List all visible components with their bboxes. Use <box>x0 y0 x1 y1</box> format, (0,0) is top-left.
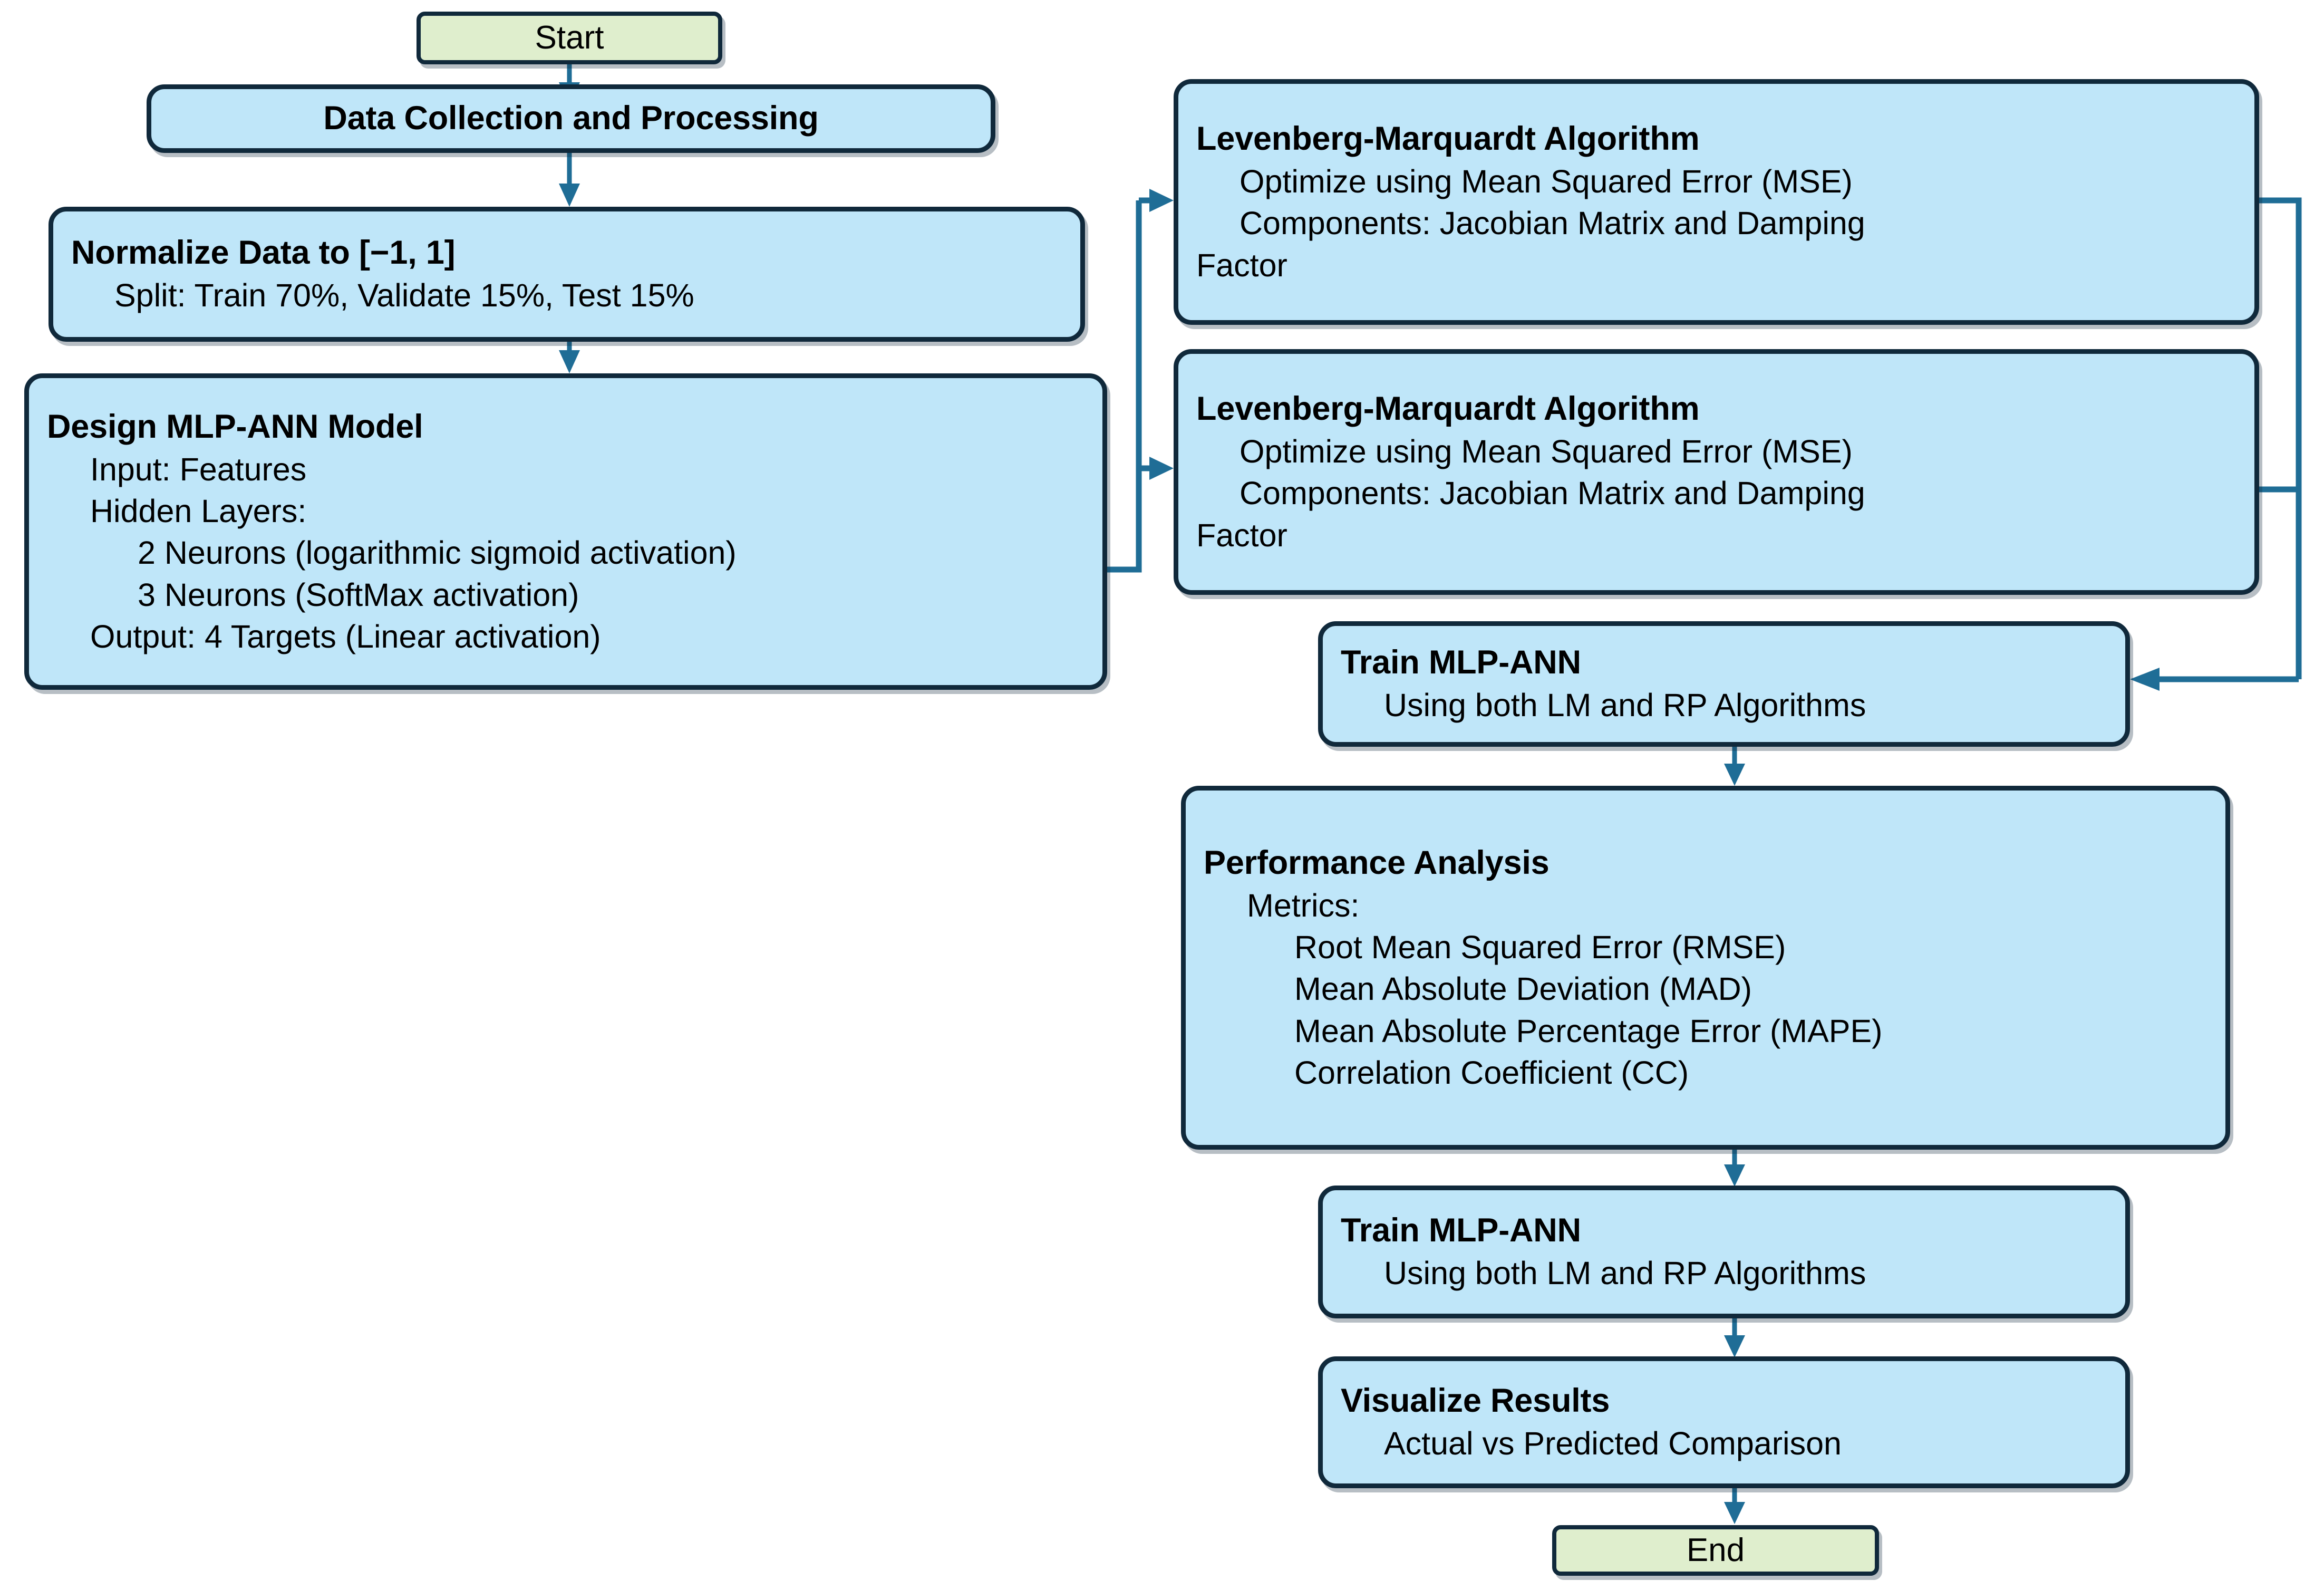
node-lm-2-line-3: Factor <box>1196 517 1287 553</box>
node-lm-1-title: Levenberg-Marquardt Algorithm <box>1196 120 1700 158</box>
node-design-model-line-4: 3 Neurons (SoftMax activation) <box>138 576 579 613</box>
edge-performance-to-train2 <box>1724 1150 1745 1187</box>
node-lm-2-line-2: Components: Jacobian Matrix and Damping <box>1240 475 1865 512</box>
node-lm-algorithm-2[interactable]: Levenberg-Marquardt Algorithm Optimize u… <box>1174 349 2259 595</box>
node-lm-1-line-1: Optimize using Mean Squared Error (MSE) <box>1240 163 1853 199</box>
node-design-model-line-5: Output: 4 Targets (Linear activation) <box>90 618 601 654</box>
node-normalize-title: Normalize Data to [−1, 1] <box>71 234 456 272</box>
node-performance-line-1: Metrics: <box>1247 887 1360 923</box>
node-normalize-line-1: Split: Train 70%, Validate 15%, Test 15% <box>114 277 694 314</box>
node-lm-2-line-1: Optimize using Mean Squared Error (MSE) <box>1240 433 1853 469</box>
node-data-collection[interactable]: Data Collection and Processing <box>147 84 995 153</box>
edge-lm1-to-train1 <box>2259 197 2302 679</box>
node-design-model-title: Design MLP-ANN Model <box>47 408 423 445</box>
node-lm-1-line-2: Components: Jacobian Matrix and Damping <box>1240 205 1865 242</box>
node-performance-line-4: Mean Absolute Percentage Error (MAPE) <box>1294 1013 1883 1049</box>
node-train-2-line-1: Using both LM and RP Algorithms <box>1384 1255 1866 1292</box>
node-train-1-title: Train MLP-ANN <box>1341 644 1581 681</box>
node-performance-line-2: Root Mean Squared Error (RMSE) <box>1294 929 1786 965</box>
node-train-1-line-1: Using both LM and RP Algorithms <box>1384 687 1866 724</box>
edge-normalize-to-design-model <box>559 342 580 373</box>
node-performance-line-3: Mean Absolute Deviation (MAD) <box>1294 971 1752 1007</box>
node-train-2-title: Train MLP-ANN <box>1341 1212 1581 1249</box>
edge-train1-to-performance <box>1724 746 1745 786</box>
node-design-model[interactable]: Design MLP-ANN Model Input: Features Hid… <box>24 373 1107 690</box>
node-visualize-title: Visualize Results <box>1341 1382 1610 1420</box>
node-train-mlp-ann-2[interactable]: Train MLP-ANN Using both LM and RP Algor… <box>1318 1186 2130 1318</box>
node-design-model-line-2: Hidden Layers: <box>90 493 307 529</box>
node-design-model-line-3: 2 Neurons (logarithmic sigmoid activatio… <box>138 535 737 571</box>
node-train-mlp-ann-1[interactable]: Train MLP-ANN Using both LM and RP Algor… <box>1318 621 2130 747</box>
edge-train2-to-visualize <box>1724 1318 1745 1357</box>
node-start-label: Start <box>535 19 604 56</box>
node-start[interactable]: Start <box>417 12 722 64</box>
node-normalize-data[interactable]: Normalize Data to [−1, 1] Split: Train 7… <box>49 207 1085 342</box>
node-lm-1-line-3: Factor <box>1196 247 1287 283</box>
node-end-label: End <box>1686 1531 1745 1568</box>
node-lm-2-title: Levenberg-Marquardt Algorithm <box>1196 390 1700 428</box>
node-data-collection-title: Data Collection and Processing <box>323 100 819 137</box>
node-visualize-results[interactable]: Visualize Results Actual vs Predicted Co… <box>1318 1356 2130 1488</box>
node-performance-title: Performance Analysis <box>1204 844 1550 881</box>
node-performance-analysis[interactable]: Performance Analysis Metrics: Root Mean … <box>1181 786 2230 1150</box>
node-design-model-line-1: Input: Features <box>90 451 307 487</box>
edge-join-to-train1 <box>2130 668 2299 691</box>
node-lm-algorithm-1[interactable]: Levenberg-Marquardt Algorithm Optimize u… <box>1174 79 2259 325</box>
edge-data-collection-to-normalize <box>559 153 580 207</box>
node-performance-line-5: Correlation Coefficient (CC) <box>1294 1054 1689 1091</box>
edge-design-model-to-lm-branch <box>1107 189 1174 573</box>
node-end[interactable]: End <box>1552 1525 1879 1576</box>
node-visualize-line-1: Actual vs Predicted Comparison <box>1384 1425 1842 1462</box>
edge-visualize-to-end <box>1724 1488 1745 1524</box>
